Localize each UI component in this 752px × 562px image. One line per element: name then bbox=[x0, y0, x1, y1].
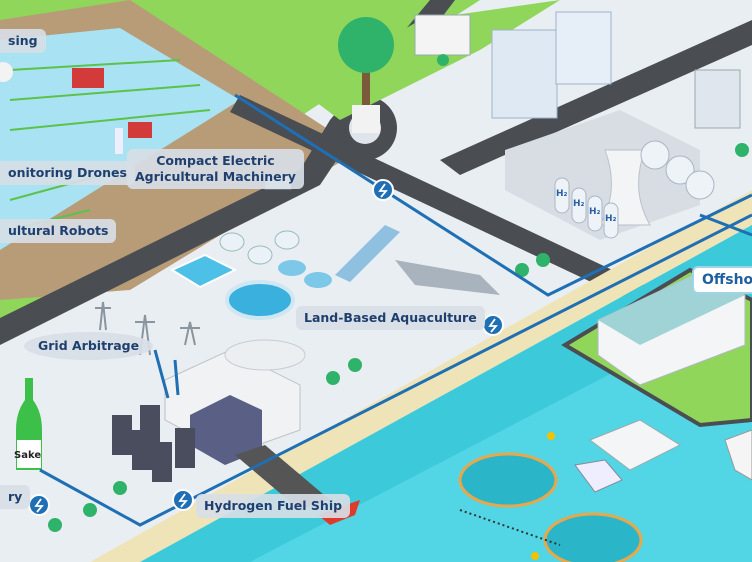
h2-tank-label: H₂ bbox=[605, 214, 617, 224]
road bbox=[440, 20, 752, 175]
house bbox=[414, 14, 471, 56]
label-offshore: Offshor bbox=[692, 266, 752, 294]
label-line: Agricultural Machinery bbox=[135, 169, 296, 184]
office-building bbox=[491, 29, 558, 119]
energy-network-line bbox=[39, 93, 752, 527]
fish-pen bbox=[543, 512, 643, 562]
label-monitoring-drones: onitoring Drones bbox=[0, 161, 135, 185]
h2-tank-label: H₂ bbox=[556, 189, 568, 199]
electric-tractor bbox=[128, 122, 152, 138]
office-building bbox=[555, 11, 612, 85]
aquaculture-pool bbox=[169, 253, 238, 289]
label-land-based-aquaculture: Land-Based Aquaculture bbox=[296, 306, 485, 330]
power-out-arrow bbox=[173, 359, 180, 396]
power-in-arrow bbox=[153, 349, 170, 399]
lightning-icon bbox=[172, 489, 194, 511]
label-sensing: sing bbox=[0, 29, 46, 53]
conveyor bbox=[335, 225, 400, 282]
h2-tank-label: H₂ bbox=[589, 207, 601, 217]
charging-station bbox=[115, 128, 123, 154]
pier bbox=[235, 445, 330, 510]
h2-tank-label: H₂ bbox=[573, 199, 585, 209]
label-brewery: ry bbox=[0, 485, 31, 509]
boat bbox=[574, 459, 623, 493]
label-agricultural-robots: ultural Robots bbox=[0, 219, 117, 243]
label-line: Compact Electric bbox=[156, 153, 275, 168]
fish-pen bbox=[458, 452, 558, 508]
ferry bbox=[588, 419, 682, 471]
lightning-icon bbox=[28, 494, 50, 516]
boat bbox=[724, 429, 752, 481]
lightning-icon bbox=[482, 314, 504, 336]
label-grid-arbitrage: Grid Arbitrage bbox=[24, 332, 154, 360]
label-hydrogen-fuel-ship: Hydrogen Fuel Ship bbox=[196, 494, 351, 518]
sake-label: Sake bbox=[14, 450, 42, 461]
label-compact-electric-agricultural-machinery: Compact Electric Agricultural Machinery bbox=[127, 149, 304, 189]
aquaculture-tank bbox=[225, 280, 295, 320]
road bbox=[230, 95, 655, 305]
sensing-device bbox=[0, 62, 13, 82]
apartment bbox=[694, 69, 741, 129]
combine-harvester bbox=[72, 68, 104, 88]
lightning-icon bbox=[372, 179, 394, 201]
tree bbox=[338, 17, 394, 73]
